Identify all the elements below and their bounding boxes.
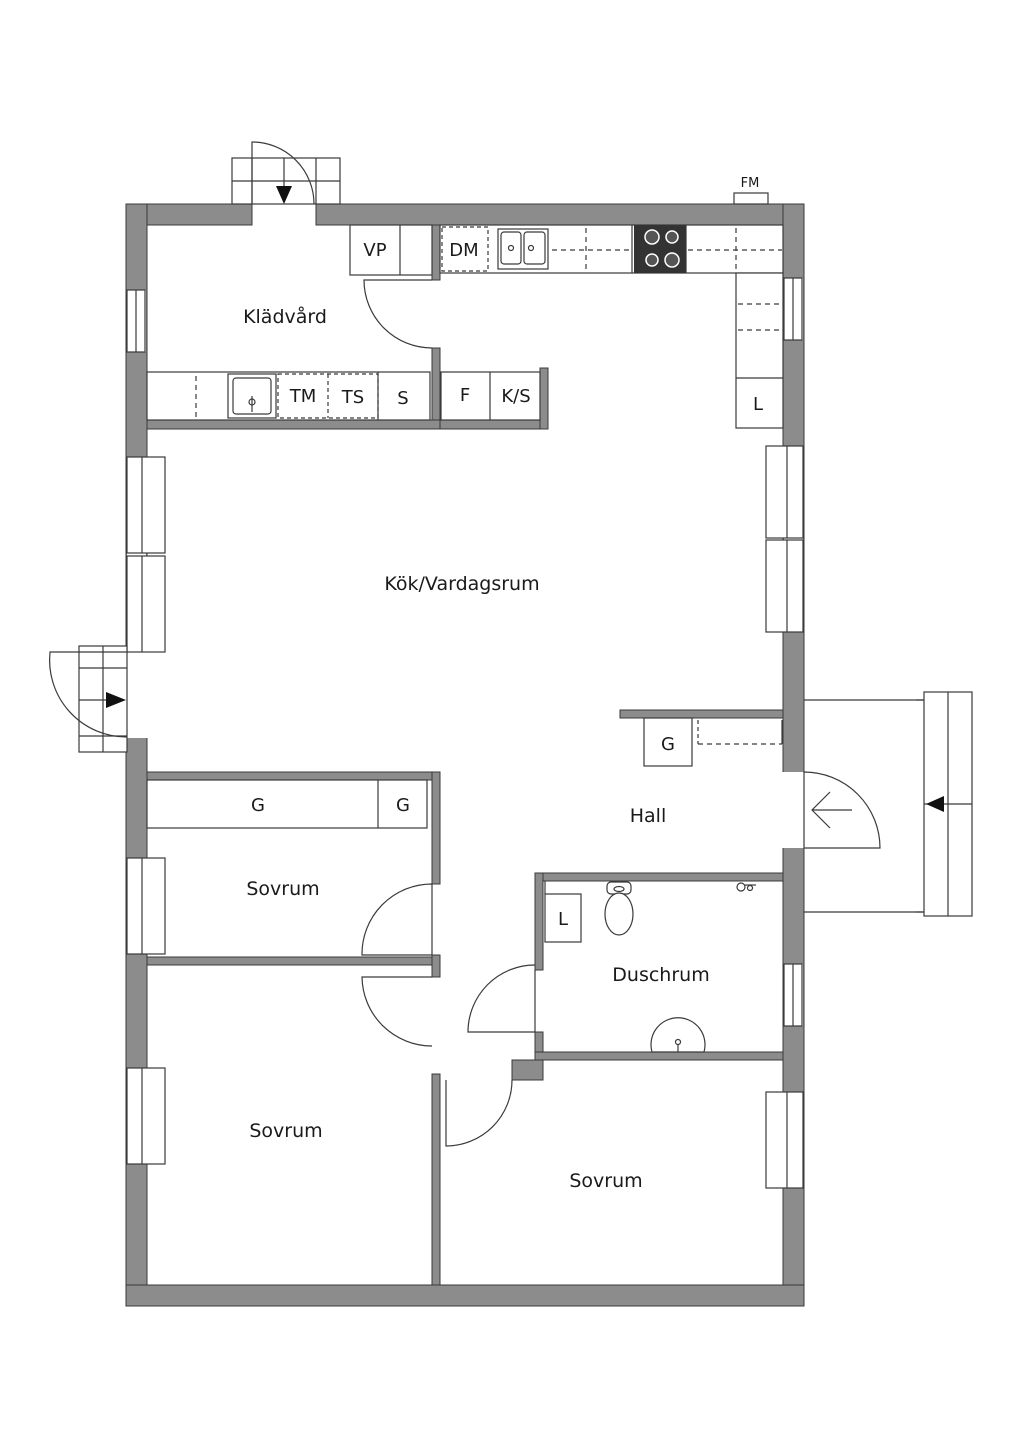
laundry-fixtures: [146, 224, 541, 421]
wall-bed1-door-stub: [431, 954, 441, 978]
fixture-label-l-bath: L: [558, 909, 568, 930]
toilet-icon: [604, 881, 634, 936]
fm-box: [733, 192, 769, 205]
fixture-labels: VP DM TM TS S F K/S L G G G L FM: [251, 176, 763, 930]
wall-bottom: [125, 1284, 805, 1307]
wall-bed2-right: [431, 1073, 441, 1286]
stove-icon: [634, 225, 686, 273]
wall-closet-top: [146, 771, 441, 781]
kitchen-fixtures: [439, 224, 784, 429]
wall-bath-bottom: [534, 1051, 784, 1061]
bath-fixtures: [544, 881, 756, 1053]
room-label-duschrum: Duschrum: [612, 964, 709, 986]
bedroom-3-door: [445, 1079, 513, 1147]
window-bedroom-1: [126, 857, 166, 955]
fixture-label-fm: FM: [741, 176, 760, 191]
left-entry-door: [48, 651, 128, 738]
washbasin-icon: [650, 1017, 706, 1053]
shower-door: [467, 964, 536, 1033]
wall-laundry-bottom: [146, 419, 441, 430]
window-living-right-2: [765, 539, 804, 633]
wall-bath-top: [534, 872, 784, 882]
room-label-kok-vardagsrum: Kök/Vardagsrum: [384, 573, 539, 595]
bedroom-1-door: [361, 883, 433, 956]
fixture-label-g-closet-2: G: [396, 795, 410, 816]
window-living-right-1: [765, 445, 804, 539]
wall-kitchen-island-end: [539, 367, 549, 430]
top-entry-door: [251, 141, 315, 205]
wall-closet-right: [431, 771, 441, 885]
fixture-label-dm: DM: [449, 240, 478, 261]
wall-bath-left-top: [534, 872, 544, 971]
room-label-sovrum-1: Sovrum: [246, 878, 319, 900]
shower-head-icon: [736, 882, 756, 892]
window-bedroom-2: [126, 1067, 166, 1165]
windows: [126, 277, 804, 1189]
doors: [48, 141, 881, 1147]
wall-laundry-divider: [431, 224, 441, 281]
bedroom-2-door: [361, 976, 433, 1047]
wall-bed3-stub: [511, 1059, 544, 1081]
hall-entry-door: [803, 771, 881, 849]
top-entry-arrow-icon: [276, 186, 292, 204]
room-label-kladvard: Klädvård: [243, 305, 327, 328]
fixture-label-tm: TM: [289, 386, 317, 407]
fixture-label-ks: K/S: [501, 386, 530, 407]
wall-laundry-stub: [431, 347, 441, 421]
wall-kitchen-island: [439, 419, 549, 430]
room-labels: Klädvård Kök/Vardagsrum Hall Duschrum So…: [243, 305, 710, 1192]
fixture-label-l-kitchen: L: [753, 394, 763, 415]
wall-hall-shelf: [619, 709, 784, 719]
window-living-1: [126, 456, 166, 554]
wall-bed1-bottom: [146, 956, 441, 966]
laundry-door: [363, 279, 433, 349]
hall-fixtures: [146, 717, 783, 829]
fixture-label-f: F: [460, 385, 470, 406]
fixture-label-g-hall: G: [661, 734, 675, 755]
fixture-label-g-closet-1: G: [251, 795, 265, 816]
wall-top-right: [315, 203, 805, 226]
left-entry-arrow-icon: [106, 692, 126, 708]
fixture-label-ts: TS: [341, 387, 364, 408]
fixture-label-s: S: [397, 388, 408, 409]
room-label-sovrum-3: Sovrum: [569, 1170, 642, 1192]
window-living-2: [126, 555, 166, 653]
fixture-label-vp: VP: [363, 240, 386, 261]
porch-arrow-icon: [926, 796, 944, 812]
room-label-hall: Hall: [630, 805, 667, 827]
window-bedroom-3: [765, 1091, 804, 1189]
room-label-sovrum-2: Sovrum: [249, 1120, 322, 1142]
